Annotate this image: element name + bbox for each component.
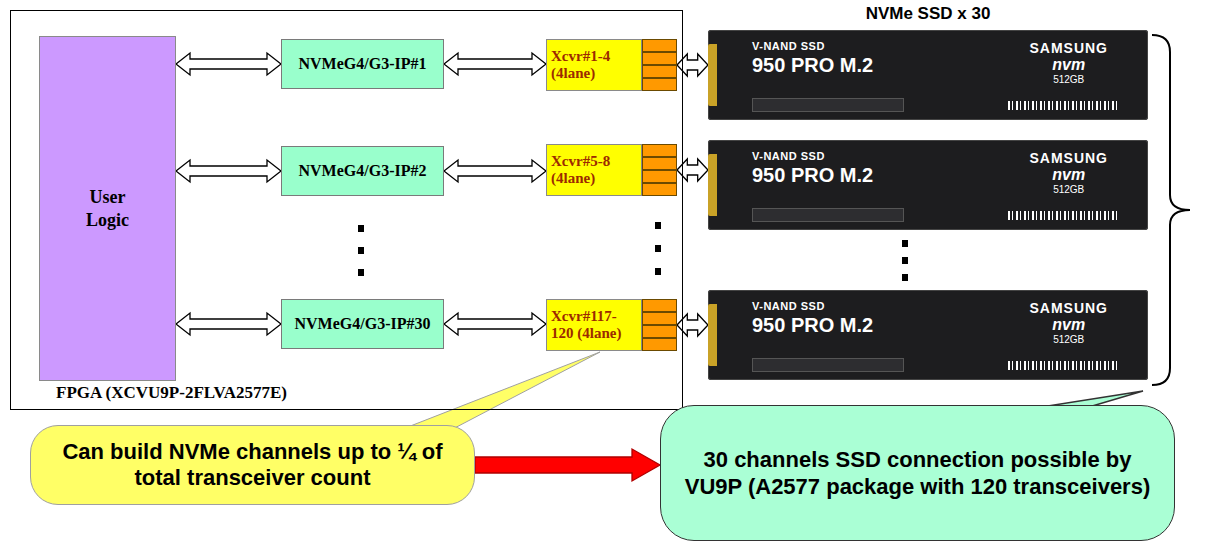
ssd-label-column: V-NAND SSD 950 PRO M.2 — [752, 150, 873, 187]
lane-connector — [642, 39, 677, 52]
gold-contacts — [708, 154, 717, 216]
nand-chip — [752, 358, 904, 372]
ip-core-box: NVMeG4/G3-IP#1 — [281, 39, 444, 89]
ssd-brand-column: SAMSUNGnvm512GB — [1029, 150, 1108, 195]
callout-bubble: Can build NVMe channels up to ¼ of total… — [30, 425, 475, 505]
barcode — [1008, 101, 1118, 110]
callout-bubble: 30 channels SSD connection possible by V… — [660, 405, 1175, 541]
ssd-label-text: V-NAND SSD — [752, 40, 825, 52]
transceiver-label-area: Xcvr#1-4 (4lane) — [546, 39, 642, 91]
ip-core-box: NVMeG4/G3-IP#2 — [281, 146, 444, 196]
lane-connector — [642, 170, 677, 183]
ssd-label-text: V-NAND SSD — [752, 150, 825, 162]
ip-core-box: NVMeG4/G3-IP#30 — [281, 299, 444, 349]
gold-contacts — [708, 44, 717, 106]
ellipsis-dot — [358, 269, 364, 276]
ssd-label-text: nvm — [1052, 56, 1085, 74]
lane-connector — [642, 312, 677, 325]
ellipsis-dot — [655, 268, 661, 275]
ssd-label-text: SAMSUNG — [1029, 40, 1108, 56]
connector-pins — [642, 299, 677, 351]
double-arrow — [677, 54, 708, 76]
ellipsis-dot — [902, 257, 908, 264]
box-label: NVMeG4/G3-IP#30 — [295, 315, 431, 333]
ssd-label-text: SAMSUNG — [1029, 300, 1108, 316]
ssd-label-text: nvm — [1052, 316, 1085, 334]
transceiver-label: Xcvr#117-120 (4lane) — [551, 308, 637, 343]
ssd-label-text: SAMSUNG — [1029, 150, 1108, 166]
lane-connector — [642, 338, 677, 351]
double-arrow — [176, 313, 281, 335]
ssd-module: V-NAND SSD 950 PRO M.2 SAMSUNGnvm512GB — [708, 30, 1148, 120]
nand-chip — [752, 208, 904, 222]
ssd-label-text: 950 PRO M.2 — [752, 54, 873, 77]
curly-brace — [1152, 35, 1190, 385]
transceiver-label: Xcvr#5-8 (4lane) — [551, 153, 637, 188]
callout-text: 30 channels SSD connection possible by V… — [681, 446, 1154, 501]
ssd-module: V-NAND SSD 950 PRO M.2 SAMSUNGnvm512GB — [708, 290, 1148, 380]
heading-label: NVMe SSD x 30 — [708, 4, 1148, 24]
lane-connector — [642, 157, 677, 170]
transceiver-box: Xcvr#1-4 (4lane) — [546, 39, 677, 91]
ssd-module: V-NAND SSD 950 PRO M.2 SAMSUNGnvm512GB — [708, 140, 1148, 230]
barcode — [1008, 211, 1118, 220]
lane-connector — [642, 325, 677, 338]
double-arrow — [444, 313, 546, 335]
box-label: User Logic — [68, 186, 147, 231]
chip-name: FPGA (XCVU9P-2FLVA2577E) — [56, 383, 287, 403]
block-arrow — [475, 449, 660, 481]
box-label: NVMeG4/G3-IP#1 — [299, 55, 427, 73]
transceiver-label-area: Xcvr#117-120 (4lane) — [546, 299, 642, 351]
transceiver-box: Xcvr#5-8 (4lane) — [546, 144, 677, 196]
lane-connector — [642, 299, 677, 312]
ellipsis-dot — [655, 222, 661, 229]
ellipsis-dot — [902, 240, 908, 247]
ssd-label-text: 950 PRO M.2 — [752, 164, 873, 187]
ssd-label-text: 512GB — [1053, 184, 1084, 195]
ssd-label-text: V-NAND SSD — [752, 300, 825, 312]
ssd-label-text: nvm — [1052, 166, 1085, 184]
ssd-brand-column: SAMSUNGnvm512GB — [1029, 300, 1108, 345]
double-arrow — [444, 160, 546, 182]
double-arrow — [677, 159, 708, 181]
logic-block: User Logic — [39, 36, 176, 381]
barcode — [1008, 361, 1118, 370]
transceiver-label: Xcvr#1-4 (4lane) — [551, 48, 637, 83]
fpga-chip: FPGA (XCVU9P-2FLVA2577E)User LogicNVMeG4… — [10, 10, 683, 410]
lane-connector — [642, 183, 677, 196]
box-label: NVMeG4/G3-IP#2 — [299, 162, 427, 180]
lane-connector — [642, 52, 677, 65]
ssd-label-text: 512GB — [1053, 334, 1084, 345]
callout-text: Can build NVMe channels up to ¼ of total… — [49, 439, 456, 492]
ssd-brand-column: SAMSUNGnvm512GB — [1029, 40, 1108, 85]
double-arrow — [176, 53, 281, 75]
double-arrow — [176, 160, 281, 182]
ellipsis-dot — [655, 245, 661, 252]
transceiver-box: Xcvr#117-120 (4lane) — [546, 299, 677, 351]
lane-connector — [642, 144, 677, 157]
double-arrow — [444, 53, 546, 75]
connector-pins — [642, 144, 677, 196]
callout-tail — [395, 352, 600, 432]
transceiver-label-area: Xcvr#5-8 (4lane) — [546, 144, 642, 196]
nand-chip — [752, 98, 904, 112]
double-arrow — [677, 314, 708, 336]
lane-connector — [642, 65, 677, 78]
ssd-label-column: V-NAND SSD 950 PRO M.2 — [752, 40, 873, 77]
connector-pins — [642, 39, 677, 91]
lane-connector — [642, 78, 677, 91]
ssd-label-text: 512GB — [1053, 74, 1084, 85]
ssd-label-text: 950 PRO M.2 — [752, 314, 873, 337]
ssd-label-column: V-NAND SSD 950 PRO M.2 — [752, 300, 873, 337]
gold-contacts — [708, 304, 717, 366]
ellipsis-dot — [358, 247, 364, 254]
ellipsis-dot — [902, 274, 908, 281]
ellipsis-dot — [358, 225, 364, 232]
